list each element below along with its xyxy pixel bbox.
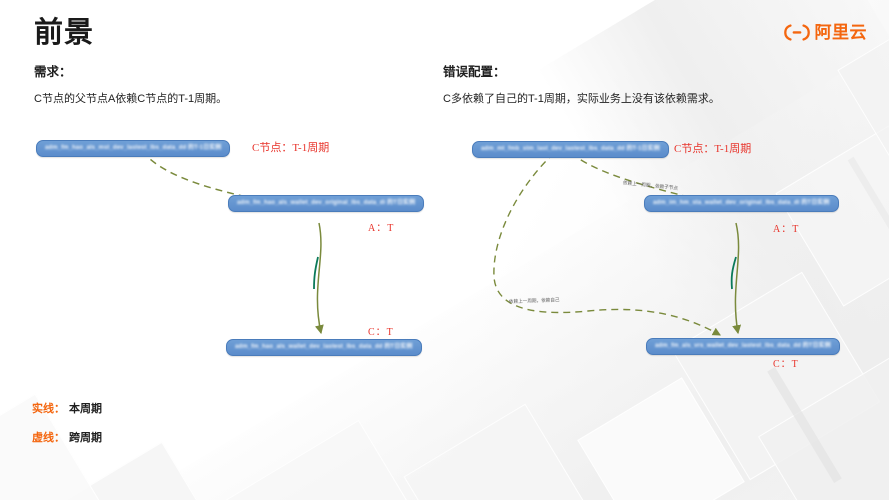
alibaba-cloud-logo-mark bbox=[783, 24, 810, 41]
edge-solid-highlight-segment bbox=[313, 256, 319, 290]
legend-value: 跨周期 bbox=[69, 432, 102, 444]
label-c-previous-cycle: C节点：T-1周期 bbox=[252, 142, 330, 154]
node-a-current-cycle[interactable]: adm_fm_hao_als_wallet_dev_original_lbs_d… bbox=[228, 195, 425, 213]
legend-key: 实线： bbox=[32, 403, 65, 415]
label-a-current-cycle: A：T bbox=[773, 224, 800, 235]
background-square bbox=[577, 377, 745, 500]
brand-logo-text: 阿里云 bbox=[814, 23, 867, 42]
node-label: adm_im_hm_sta_wallet_dev_original_lbs_da… bbox=[653, 200, 830, 206]
right-dependency-diagram: adm_mt_fmb_stm_last_dev_lastest_lbs_data… bbox=[468, 127, 867, 373]
edge-solid-a-to-c bbox=[732, 222, 742, 335]
brand-logo: 阿里云 bbox=[783, 23, 868, 42]
node-label: adm_mt_fmb_stm_last_dev_lastest_lbs_data… bbox=[481, 146, 660, 152]
left-dependency-diagram: adm_fm_hao_als_mst_dev_lastest_lbs_data_… bbox=[30, 127, 442, 373]
legend-key: 虚线： bbox=[32, 432, 65, 444]
background-square bbox=[219, 419, 443, 500]
legend-row-solid: 实线： 本周期 bbox=[32, 400, 102, 416]
node-label: adm_fm_hao_als_mst_dev_lastest_lbs_data_… bbox=[45, 145, 222, 151]
label-c-previous-cycle: C节点：T-1周期 bbox=[674, 143, 752, 155]
background-strip bbox=[767, 366, 842, 484]
left-section-description: C节点的父节点A依赖C节点的T-1周期。 bbox=[34, 93, 228, 105]
node-a-current-cycle[interactable]: adm_im_hm_sta_wallet_dev_original_lbs_da… bbox=[644, 195, 839, 213]
node-label: adm_fm_hao_als_wallet_dev_original_lbs_d… bbox=[237, 200, 416, 206]
page-title: 前景 bbox=[34, 17, 95, 49]
right-section-description: C多依赖了自己的T-1周期，实际业务上没有该依赖需求。 bbox=[443, 93, 720, 105]
node-label: adm_fm_als_vrs_wallet_dev_lastest_lbs_da… bbox=[655, 343, 831, 349]
node-c-current-cycle[interactable]: adm_fm_hao_als_wallet_dev_lastest_lbs_da… bbox=[226, 339, 422, 357]
node-c-previous-cycle[interactable]: adm_mt_fmb_stm_last_dev_lastest_lbs_data… bbox=[472, 141, 669, 159]
label-c-current-cycle: C：T bbox=[773, 359, 799, 370]
right-diagram-edges bbox=[493, 152, 742, 336]
node-c-current-cycle[interactable]: adm_fm_als_vrs_wallet_dev_lastest_lbs_da… bbox=[646, 338, 840, 356]
node-c-previous-cycle[interactable]: adm_fm_hao_als_mst_dev_lastest_lbs_data_… bbox=[36, 140, 231, 158]
legend-row-dashed: 虚线： 跨周期 bbox=[32, 429, 102, 445]
edge-solid-a-to-c bbox=[314, 222, 324, 335]
label-a-current-cycle: A：T bbox=[368, 223, 395, 234]
right-section-heading: 错误配置： bbox=[443, 65, 506, 79]
background-square bbox=[403, 403, 599, 500]
edge-solid-highlight-segment bbox=[730, 256, 737, 290]
edge-dashed-cprev-to-c bbox=[493, 152, 721, 336]
label-c-current-cycle: C：T bbox=[368, 327, 394, 338]
left-section-heading: 需求： bbox=[34, 65, 72, 79]
legend: 实线： 本周期 虚线： 跨周期 bbox=[32, 400, 102, 458]
legend-value: 本周期 bbox=[69, 403, 102, 415]
node-label: adm_fm_hao_als_wallet_dev_lastest_lbs_da… bbox=[235, 344, 413, 350]
